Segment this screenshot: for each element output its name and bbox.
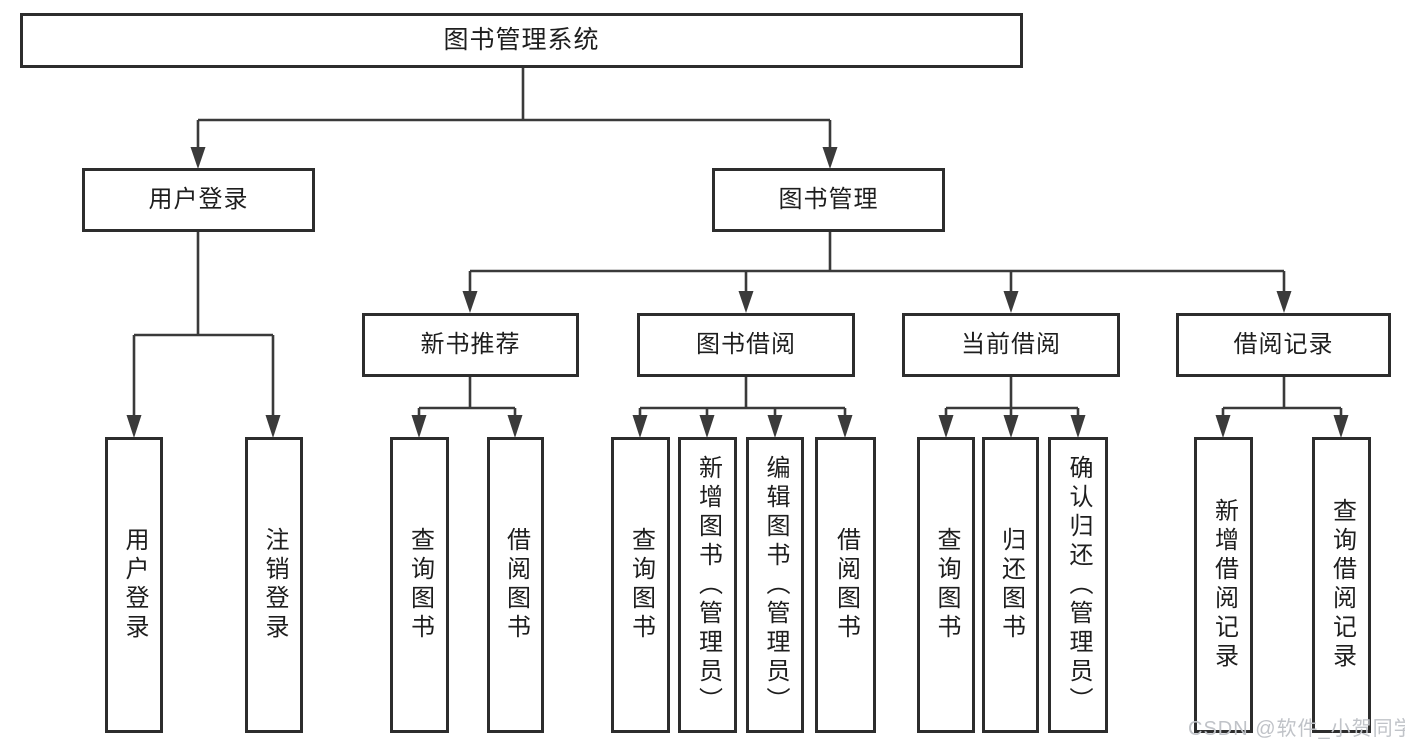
- leaf-borrow-books-recommend: 借阅图书: [487, 437, 544, 733]
- leaf-return-books: 归还图书: [982, 437, 1039, 733]
- leaf-borrow-books-borrowing: 借阅图书: [815, 437, 876, 733]
- leaf-logout: 注销登录: [245, 437, 303, 733]
- node-book-borrowing: 图书借阅: [637, 313, 855, 377]
- node-new-book-recommendation: 新书推荐: [362, 313, 579, 377]
- leaf-add-book-admin: 新增图书（管理员）: [678, 437, 737, 733]
- leaf-confirm-return-admin: 确认归还（管理员）: [1048, 437, 1108, 733]
- leaf-query-books-current: 查询图书: [917, 437, 975, 733]
- leaf-query-books-borrowing: 查询图书: [611, 437, 670, 733]
- node-current-borrowing: 当前借阅: [902, 313, 1120, 377]
- node-library-management-system: 图书管理系统: [20, 13, 1023, 68]
- leaf-query-books-recommend: 查询图书: [390, 437, 449, 733]
- leaf-add-borrow-record: 新增借阅记录: [1194, 437, 1253, 733]
- node-user-login: 用户登录: [82, 168, 315, 232]
- node-borrowing-records: 借阅记录: [1176, 313, 1391, 377]
- leaf-user-login: 用户登录: [105, 437, 163, 733]
- watermark: CSDN @软件_小贺同学: [1188, 718, 1405, 740]
- leaf-edit-book-admin: 编辑图书（管理员）: [746, 437, 804, 733]
- node-book-management: 图书管理: [712, 168, 945, 232]
- leaf-query-borrow-record: 查询借阅记录: [1312, 437, 1371, 733]
